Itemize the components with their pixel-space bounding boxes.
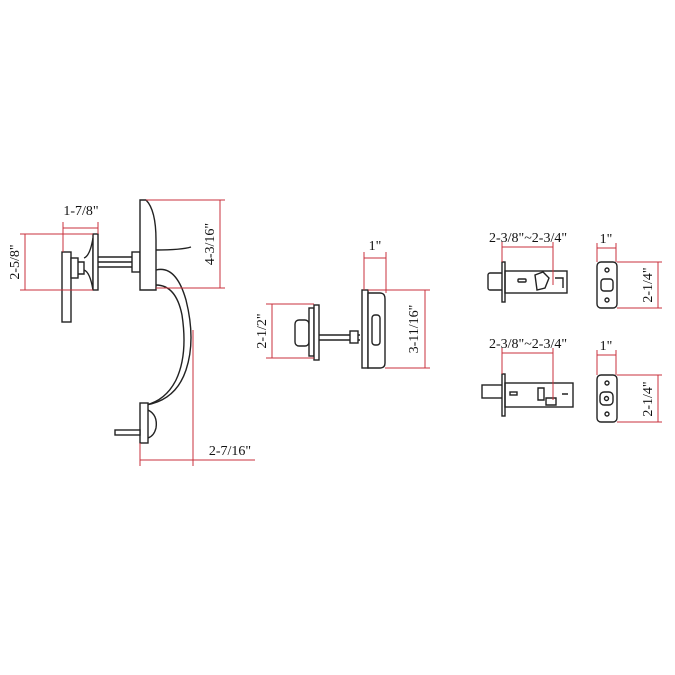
- label-backset-bottom: 2-3/8"~2-3/4": [489, 337, 567, 352]
- latch-top-dimensions: [501, 242, 662, 309]
- latch-top-drawing: [487, 261, 568, 303]
- label-3-11-16: 3-11/16": [407, 305, 422, 354]
- label-backset-top: 2-3/8"~2-3/4": [489, 231, 567, 246]
- deadbolt-dimensions: [266, 252, 430, 369]
- label-1-7-8: 1-7/8": [63, 204, 98, 219]
- latch-bottom-drawing: [481, 373, 574, 417]
- label-1in: 1": [369, 239, 382, 254]
- latch-bottom-strike: [596, 374, 618, 423]
- label-2-1-2: 2-1/2": [255, 313, 270, 348]
- label-strike-height-bottom: 2-1/4": [641, 381, 656, 416]
- handleset-drawing: [61, 199, 192, 444]
- label-strike-width-bottom: 1": [600, 339, 613, 354]
- deadbolt-drawing: [294, 289, 386, 369]
- label-strike-width-top: 1": [600, 232, 613, 247]
- latch-top-strike: [596, 261, 618, 309]
- label-2-7-16: 2-7/16": [209, 444, 251, 459]
- latch-bottom-dimensions: [501, 348, 662, 423]
- label-strike-height-top: 2-1/4": [641, 267, 656, 302]
- label-2-5-8: 2-5/8": [8, 244, 23, 279]
- handleset-dimensions: [20, 199, 255, 466]
- label-4-3-16: 4-3/16": [203, 223, 218, 265]
